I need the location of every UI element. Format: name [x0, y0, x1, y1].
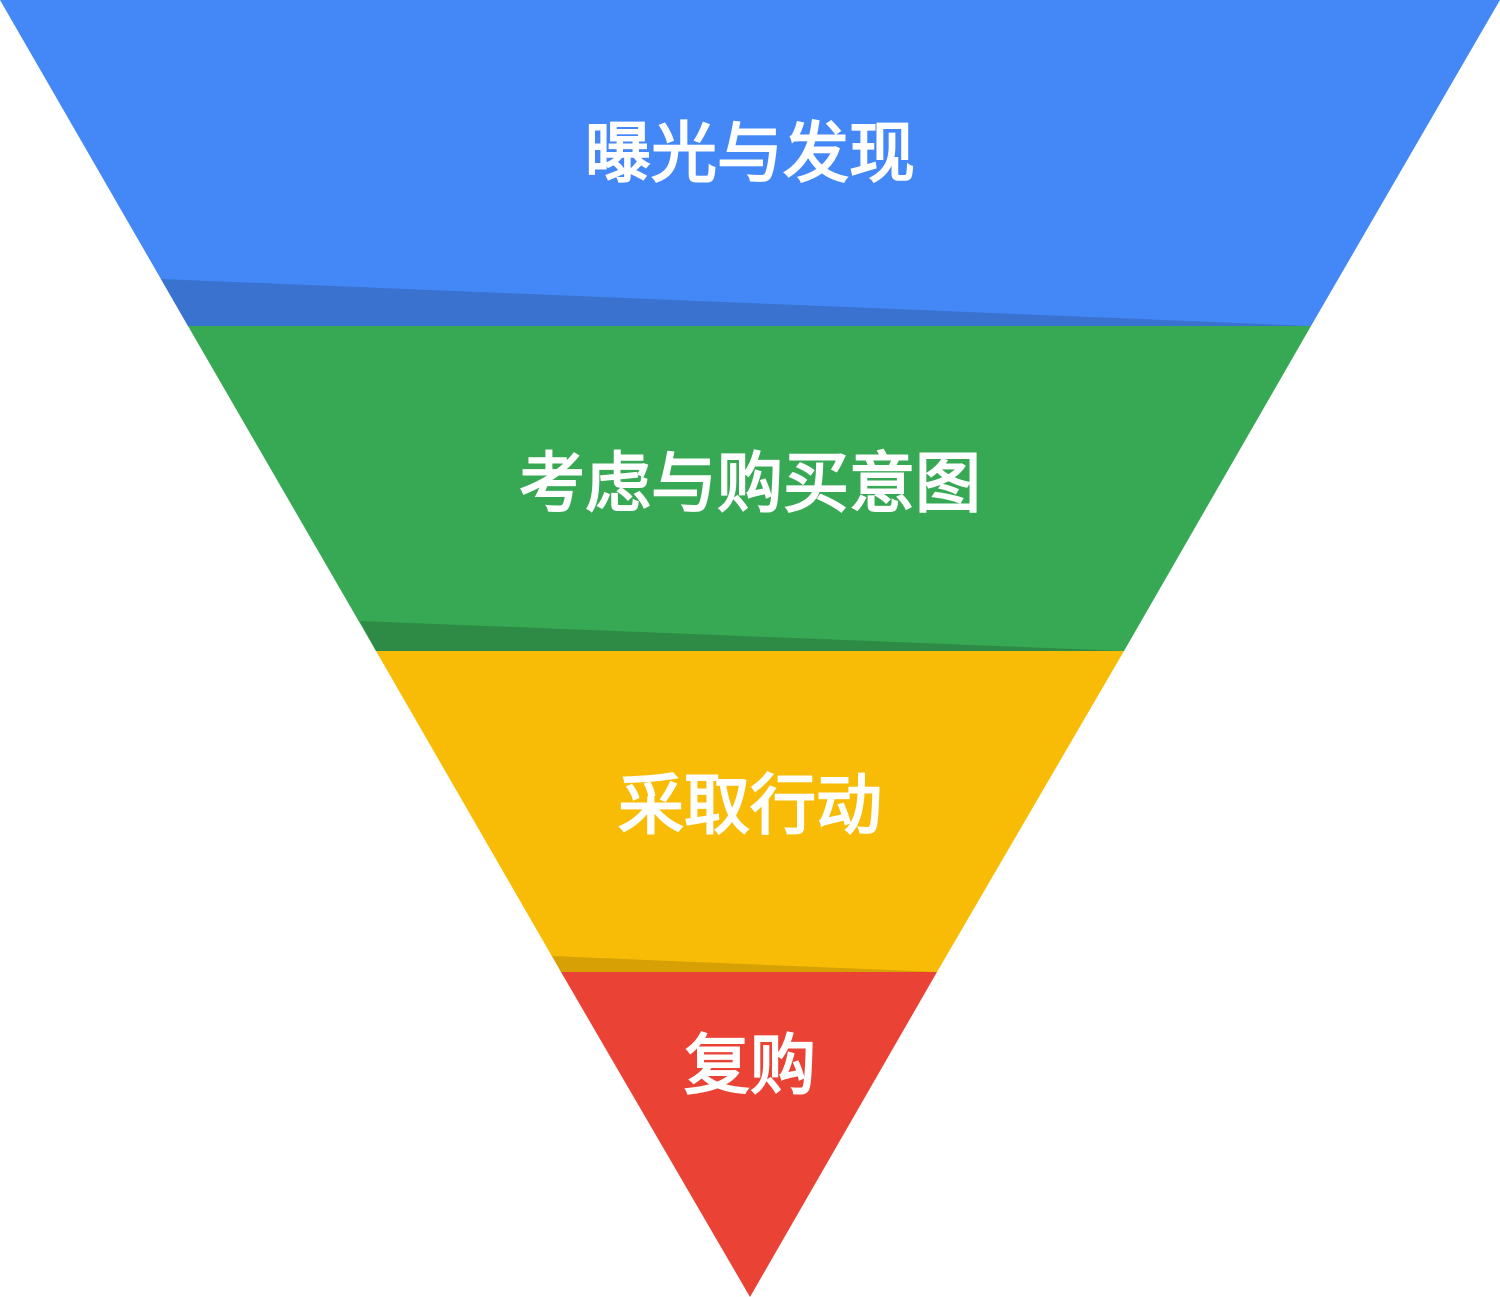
funnel-stage-consideration-shadow [360, 621, 1124, 651]
funnel-stage-repurchase-band [561, 972, 937, 1297]
funnel-stage-consideration-band [188, 326, 1311, 651]
funnel-stage-action-band [376, 651, 1124, 972]
funnel-stage-repurchase: 复购 [561, 972, 937, 1297]
funnel-stage-action-label: 采取行动 [618, 767, 882, 844]
funnel-stage-action: 采取行动 [376, 651, 1124, 972]
funnel-stage-exposure-band [0, 0, 1500, 326]
funnel-stage-exposure-label: 曝光与发现 [585, 115, 915, 192]
funnel-stage-repurchase-label: 复购 [684, 1027, 816, 1104]
funnel-stage-exposure: 曝光与发现 [0, 0, 1500, 326]
funnel-stage-consideration: 考虑与购买意图 [188, 326, 1311, 651]
funnel-stage-consideration-label: 考虑与购买意图 [519, 445, 981, 522]
funnel-stage-exposure-shadow [161, 279, 1311, 326]
funnel-stage-action-shadow [552, 956, 937, 972]
